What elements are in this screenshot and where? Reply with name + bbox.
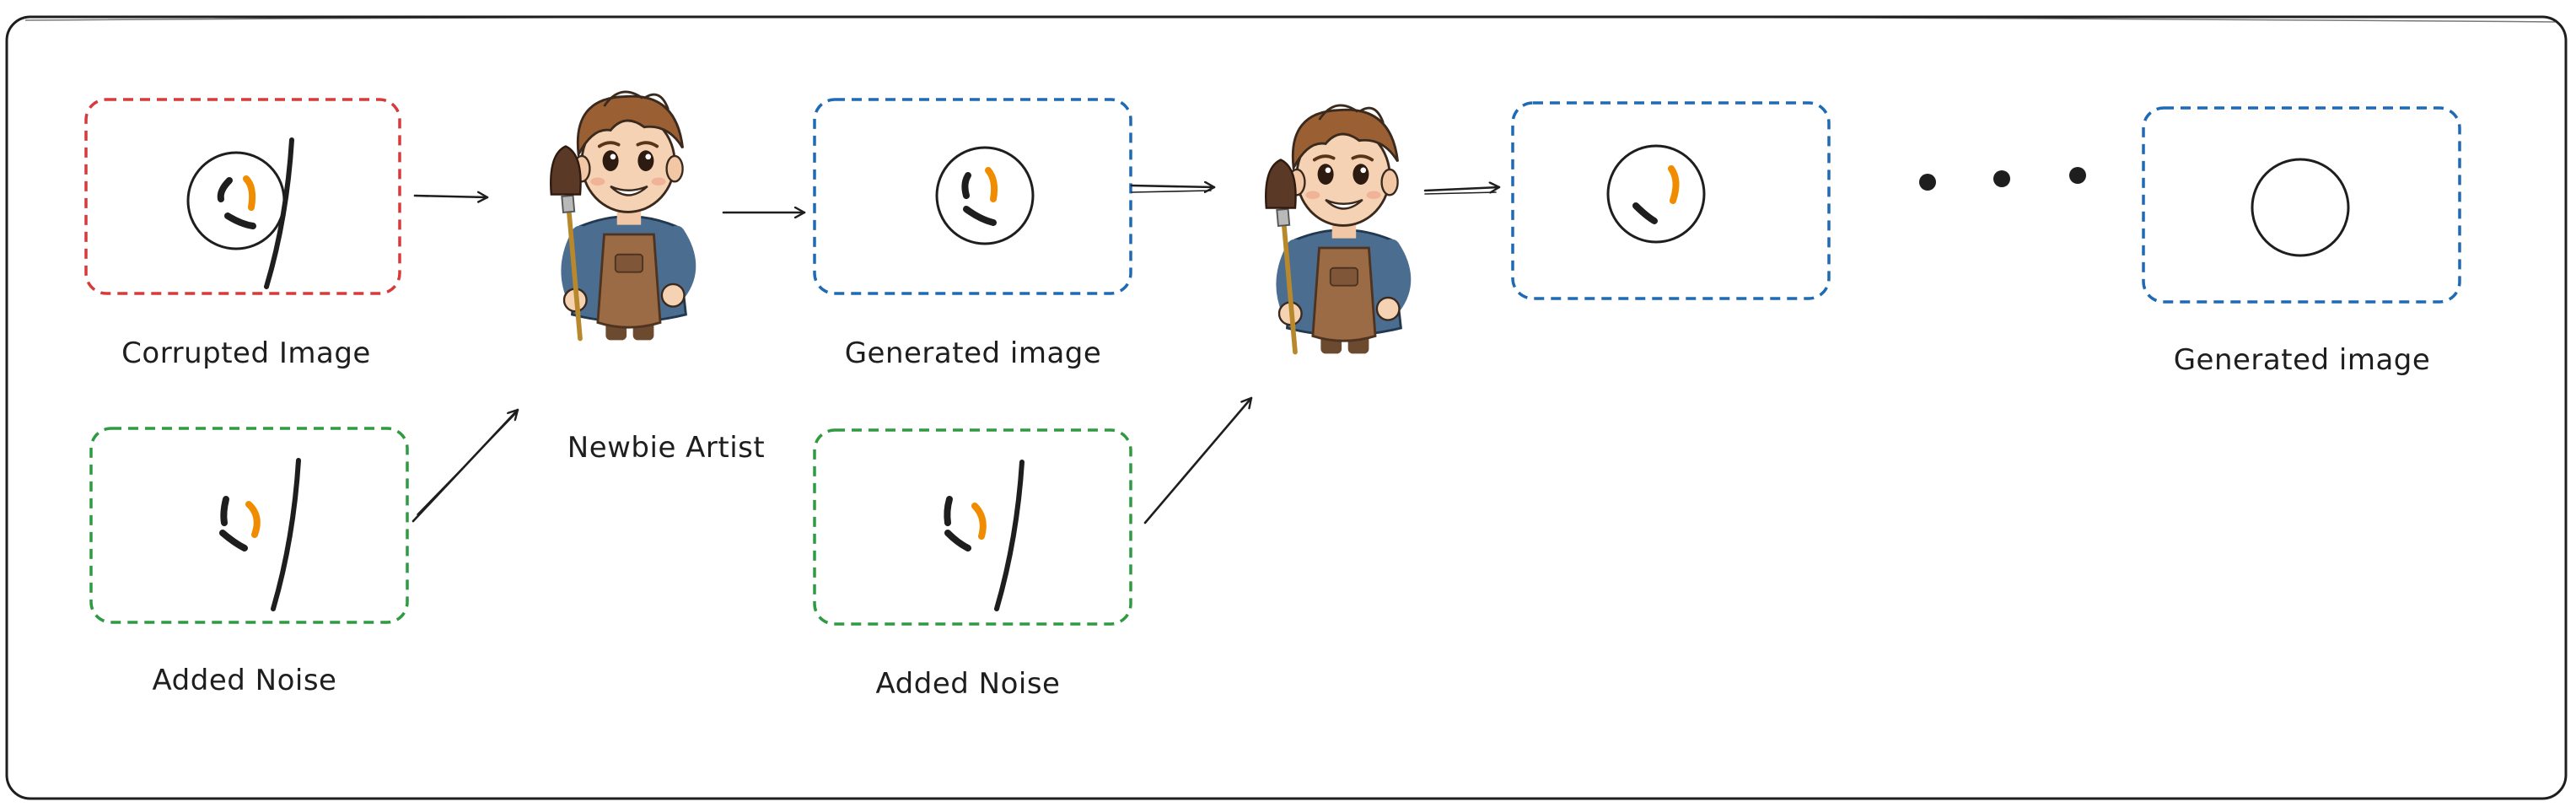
arrow-noise-to-artist-2 [1143, 396, 1253, 525]
newbie-artist-illustration-1 [551, 92, 687, 341]
flow-arrows [411, 186, 1501, 525]
newbie-artist-illustration-2 [1266, 105, 1402, 354]
generated-image-box-2 [1511, 101, 1831, 300]
generated-image-box-final [2142, 106, 2461, 304]
outer-frame [5, 15, 2568, 800]
arrow-corrupted-to-artist [413, 196, 489, 197]
label-added-noise-2: Added Noise [875, 667, 1061, 701]
added-noise-box-1 [89, 427, 409, 624]
corrupted-image-box [84, 98, 401, 295]
label-corrupted-image: Corrupted Image [121, 336, 371, 370]
arrow-artist-to-generated-2 [1423, 187, 1501, 191]
three-dots-icon [1919, 167, 2086, 191]
label-generated-image-final: Generated image [2173, 343, 2431, 377]
arrow-generated-to-artist-2 [1130, 186, 1216, 187]
added-noise-box-2 [813, 428, 1132, 626]
generated-image-box-1 [813, 98, 1132, 295]
label-generated-image-1: Generated image [844, 336, 1102, 370]
label-newbie-artist: Newbie Artist [567, 431, 766, 465]
label-added-noise-1: Added Noise [152, 664, 337, 697]
